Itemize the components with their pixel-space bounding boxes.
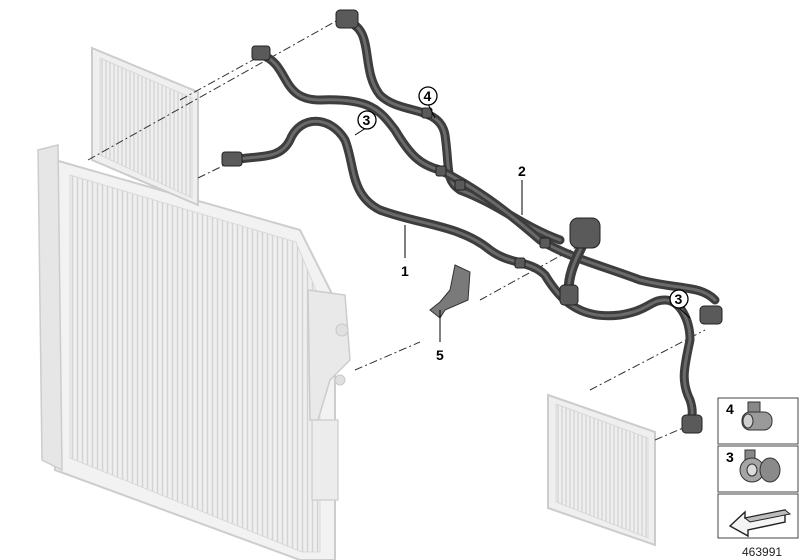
hose-2 [257, 50, 720, 305]
hose-connectors [221, 9, 723, 434]
callout-4: 4 [424, 88, 432, 104]
right-connector [699, 305, 723, 325]
callout-3-top: 3 [363, 112, 371, 128]
callout-labels: 1 2 5 4 3 3 [357, 86, 689, 363]
central-lower-connector [559, 284, 579, 306]
left-upper-connector [251, 45, 271, 61]
left-lower-connector [221, 151, 243, 167]
central-connector [569, 217, 601, 249]
callout-4-circle [418, 86, 438, 106]
parts-legend: 4 3 [717, 397, 799, 539]
legend-clip-3-label: 3 [726, 449, 734, 465]
callout-5: 5 [436, 347, 444, 363]
coolant-hoses [227, 17, 720, 430]
auxiliary-radiator-right [547, 393, 656, 547]
callout-1: 1 [401, 263, 409, 279]
callout-3-top-circle [357, 110, 377, 130]
callout-leaders [354, 103, 691, 342]
callout-3-right: 3 [675, 291, 683, 307]
callout-3-right-circle [669, 289, 689, 309]
legend-clip-4-label: 4 [726, 401, 734, 417]
bracket-part-5 [429, 264, 471, 319]
upper-connector [335, 9, 359, 29]
clip-4-icon [741, 401, 773, 431]
reference-number: 463991 [742, 545, 782, 559]
callout-2: 2 [518, 163, 526, 179]
main-radiator [37, 144, 351, 560]
direction-arrow-icon [728, 509, 792, 538]
lower-right-connector [681, 414, 703, 434]
clip-3-icon [739, 449, 781, 483]
